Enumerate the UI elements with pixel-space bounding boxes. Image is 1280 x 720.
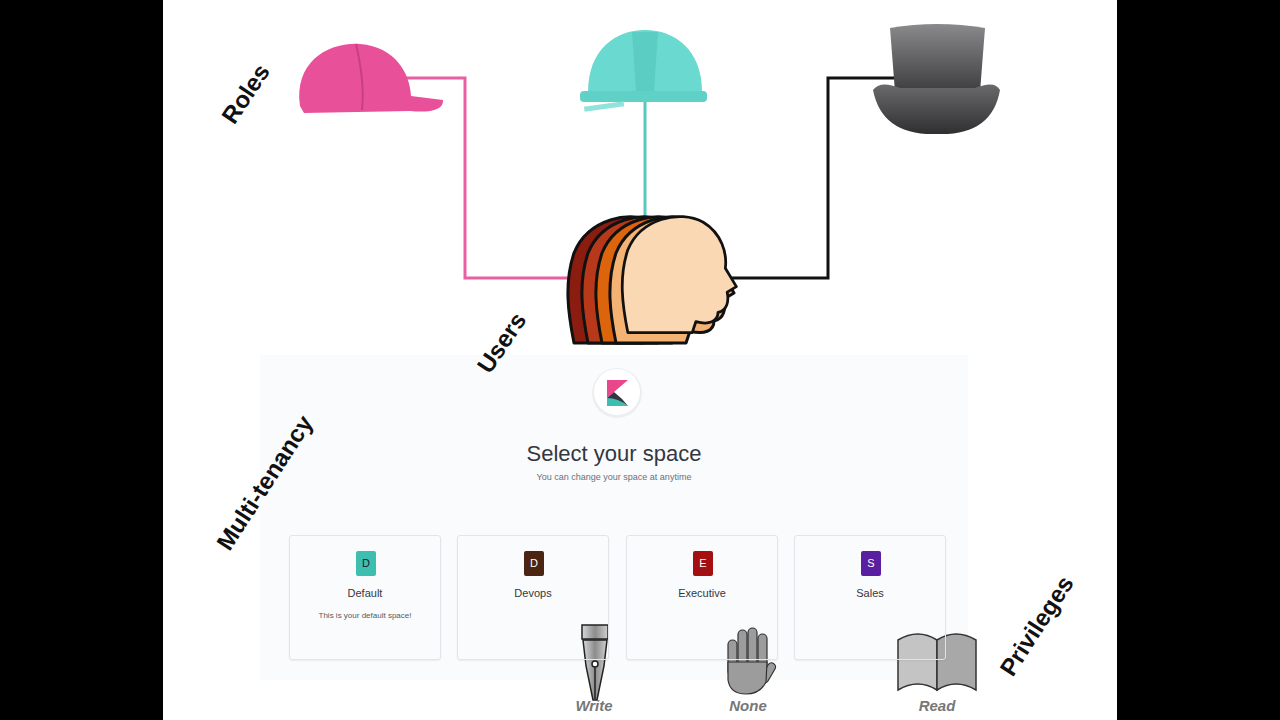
- space-avatar: S: [861, 551, 881, 576]
- space-panel-ground: [260, 355, 968, 680]
- panel-title: Select your space: [260, 441, 968, 467]
- hand-icon: [728, 628, 777, 694]
- side-bar: [0, 0, 163, 720]
- avatar-initial: S: [867, 557, 874, 570]
- space-card: D Devops: [457, 535, 609, 660]
- privilege-label: Write: [575, 698, 612, 715]
- space-avatar: E: [693, 551, 713, 576]
- book-icon: [898, 634, 976, 690]
- space-description: This is your default space!: [296, 611, 434, 621]
- privilege-label: Read: [919, 698, 956, 715]
- hard-hat-icon: [580, 30, 707, 112]
- space-avatar: D: [524, 551, 544, 576]
- page-ground: [163, 0, 1117, 720]
- panel-subtitle: You can change your space at anytime: [260, 472, 968, 483]
- role-wire: [644, 100, 647, 216]
- avatar-initial: D: [530, 557, 538, 570]
- space-card: S Sales: [794, 535, 946, 660]
- avatar-initial: E: [699, 557, 706, 570]
- space-selector-panel: D DefaultThis is your default space! D Devo…: [260, 355, 968, 680]
- pen-nib-icon: [582, 625, 608, 700]
- space-card: D DefaultThis is your default space!: [289, 535, 441, 660]
- space-avatar: D: [356, 551, 376, 576]
- kibana-logo: [592, 368, 642, 418]
- avatar-initial: D: [362, 557, 370, 570]
- top-hat-icon: [873, 24, 1000, 134]
- privilege-label: None: [729, 698, 767, 715]
- space-name: Devops: [464, 587, 602, 600]
- space-name: Sales: [801, 587, 939, 600]
- role-wire: [716, 78, 895, 278]
- space-name: Executive: [633, 587, 771, 600]
- space-card: E Executive: [626, 535, 778, 660]
- cap-icon: [299, 44, 443, 113]
- users-heads: [568, 217, 736, 343]
- space-name: Default: [296, 587, 434, 600]
- side-bar: [1117, 0, 1280, 720]
